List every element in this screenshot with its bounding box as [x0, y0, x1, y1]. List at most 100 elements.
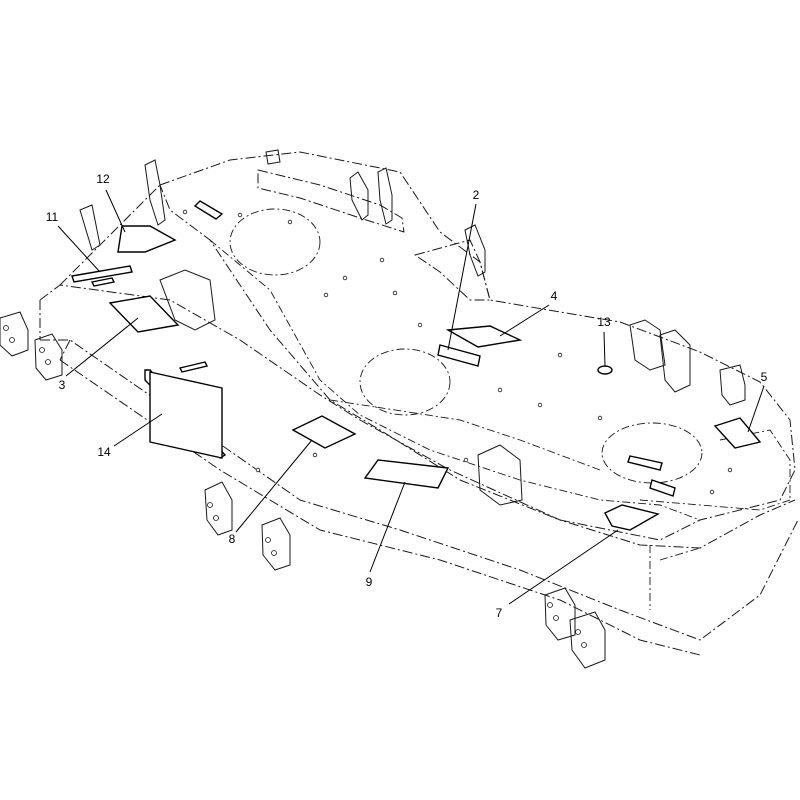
hole [497, 387, 503, 393]
deck-right-lip [639, 499, 791, 610]
bracket-front-left [204, 481, 233, 536]
hole [553, 615, 559, 621]
callout-7: 7 [496, 606, 503, 620]
decal-side-strip [649, 479, 676, 497]
blade-openings [229, 208, 703, 484]
decal-9 [363, 459, 450, 489]
bracket-rear-left-2 [79, 204, 101, 251]
bracket-left-hitch [159, 269, 216, 331]
hole [575, 629, 581, 635]
hole [537, 402, 543, 408]
bracket-front-right-2 [569, 611, 606, 669]
hole [312, 452, 318, 458]
left-blade-opening [229, 208, 321, 276]
decal-11 [71, 265, 133, 283]
callout-8: 8 [229, 532, 236, 546]
bracket-left-rear-arm [0, 311, 29, 357]
decal-11b [90, 277, 116, 287]
deck-right-side [719, 429, 791, 500]
leader-13 [603, 331, 606, 367]
hole [213, 515, 219, 521]
leader-7 [508, 529, 619, 605]
hole [323, 292, 329, 298]
hole [597, 415, 603, 421]
callout-9: 9 [366, 575, 373, 589]
hole [271, 550, 277, 556]
leader-2 [447, 203, 477, 351]
decal-4 [445, 325, 523, 348]
bracket-front-left-2 [261, 517, 291, 571]
decals [71, 200, 762, 531]
hole [392, 290, 398, 296]
deck-rear-rail [257, 169, 405, 233]
callout-11: 11 [46, 210, 59, 224]
callout-13: 13 [597, 315, 611, 329]
leader-4 [499, 304, 550, 337]
decal-rear-small [193, 200, 224, 220]
bracket-front-right [544, 587, 576, 641]
decal-14-panel [149, 371, 223, 459]
bracket-rear-right [464, 224, 486, 277]
hole [255, 467, 261, 473]
center-blade-opening [359, 348, 451, 416]
bracket-right-hitch [629, 319, 691, 393]
deck-top-fitting [265, 149, 281, 165]
bracket-rear-left [144, 159, 166, 226]
hole [9, 337, 15, 343]
leader-9 [369, 481, 406, 573]
leader-5 [747, 385, 765, 433]
hole [39, 347, 45, 353]
hole [182, 209, 188, 215]
hole [727, 467, 733, 473]
deck-inner-ridge [209, 239, 701, 521]
leader-11 [57, 225, 101, 273]
hole [265, 537, 271, 543]
leader-14 [113, 413, 163, 447]
hole [417, 322, 423, 328]
deck-lower-lip [59, 359, 701, 656]
hole [287, 219, 293, 225]
hole [207, 502, 213, 508]
leader-3 [65, 317, 139, 377]
callout-numbers: 2 3 4 5 7 8 9 11 12 13 14 [46, 172, 768, 620]
callout-3: 3 [59, 378, 66, 392]
hole [581, 642, 587, 648]
decal-12 [117, 225, 177, 253]
decal-3 [108, 295, 180, 333]
bracket-rear-center [349, 167, 393, 225]
hole [379, 257, 385, 263]
leader-12 [105, 189, 126, 233]
hole [3, 325, 9, 331]
callout-14: 14 [97, 445, 111, 459]
decal-2 [437, 344, 481, 367]
decal-left-slot [178, 361, 209, 373]
mounting-brackets [0, 149, 746, 669]
hole [342, 275, 348, 281]
decal-13 [597, 365, 613, 375]
hole [547, 602, 553, 608]
callout-2: 2 [473, 188, 480, 202]
hole [709, 489, 715, 495]
callout-5: 5 [761, 370, 768, 384]
callout-12: 12 [96, 172, 110, 186]
deck-right-rail [414, 239, 491, 301]
decal-5 [713, 417, 762, 449]
leader-lines [57, 189, 765, 605]
right-blade-opening [601, 422, 703, 484]
hole [45, 359, 51, 365]
deck-front-skirt-lower [40, 339, 799, 641]
decal-8 [291, 415, 357, 449]
mounting-holes [3, 209, 733, 648]
decal-7 [604, 504, 660, 531]
decal-right-opening [627, 455, 663, 471]
leader-8 [235, 439, 313, 533]
bracket-front-center [477, 444, 523, 506]
bracket-right-rear-arm [719, 364, 746, 406]
hole [237, 212, 243, 218]
bracket-left-front-arm [34, 333, 63, 381]
deck-mid-ridge [329, 399, 601, 471]
callout-4: 4 [551, 289, 558, 303]
hole [557, 352, 563, 358]
